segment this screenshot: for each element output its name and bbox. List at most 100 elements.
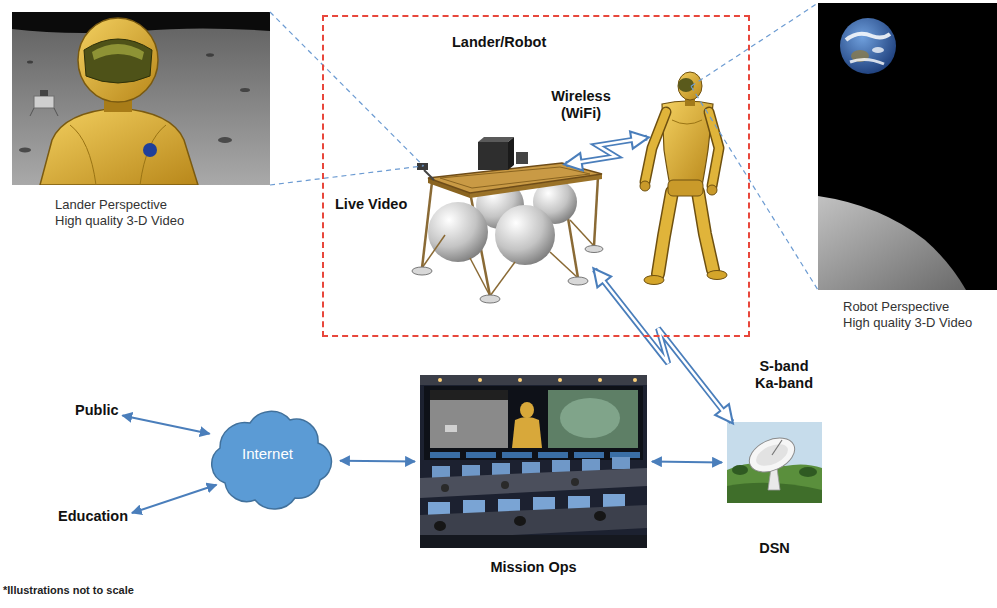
cloud-label: Internet [200, 445, 335, 464]
lander-figure: Live Video [414, 137, 604, 307]
mission-ops-image [420, 535, 647, 548]
robot-view-image [818, 3, 997, 290]
lander-drawing [424, 170, 434, 180]
robot-drawing [645, 112, 666, 182]
lander-view-image [34, 96, 54, 108]
link-label: Wireless (WiFi) [543, 88, 619, 123]
robot-view-image [818, 3, 997, 290]
robot-drawing [709, 112, 719, 186]
mission-ops-image [463, 500, 485, 514]
data-link [132, 485, 217, 513]
radio-link [601, 278, 725, 413]
robot-drawing [645, 112, 719, 186]
lander-drawing [594, 177, 598, 246]
image-panel: Robot Perspective High quality 3-D Video [818, 3, 997, 290]
mission-ops-image [552, 460, 570, 472]
mission-ops-image [514, 516, 526, 526]
mission-ops-image [478, 378, 482, 382]
wireless-link [566, 138, 647, 165]
image-caption: DSN [727, 539, 822, 557]
robot-drawing [640, 72, 727, 285]
leader-line [270, 12, 424, 185]
mission-ops-image [430, 390, 508, 400]
mission-ops-image [441, 484, 449, 492]
dsn-image [727, 422, 822, 503]
robot-drawing [658, 192, 713, 274]
mission-ops-image [598, 378, 602, 382]
lander-view-image [140, 125, 166, 185]
mission-ops-image [520, 402, 534, 418]
lander-drawing [428, 202, 488, 262]
mission-ops-image [571, 478, 579, 486]
image-panel: Lander Perspective High quality 3-D Vide… [12, 12, 270, 185]
lander-view-image [92, 44, 144, 60]
mission-ops-image [612, 457, 630, 469]
lander-drawing [470, 258, 490, 296]
robot-drawing [707, 185, 717, 195]
mission-ops-image [594, 511, 606, 521]
data-link [652, 461, 722, 463]
link-label: S-band Ka-band [752, 358, 816, 393]
mission-ops-image [430, 452, 460, 458]
dsn-image [799, 467, 817, 477]
robot-drawing [698, 192, 713, 270]
image-panel: DSN [727, 422, 822, 503]
mission-ops-image [420, 375, 647, 385]
wireless-link [577, 139, 636, 162]
image-caption: Mission Ops [420, 558, 647, 576]
lander-view-image [240, 88, 250, 92]
mission-ops-image [533, 497, 555, 511]
lander-view-image [40, 90, 48, 96]
lander-drawing [585, 246, 603, 253]
robot-drawing [678, 78, 694, 92]
lander-view-image [30, 90, 58, 116]
image-caption: Lander Perspective High quality 3-D Vide… [55, 197, 191, 230]
image-caption: Robot Perspective High quality 3-D Video [843, 299, 979, 332]
robot-figure [614, 64, 724, 287]
robot-drawing [707, 271, 727, 280]
mission-ops-image [438, 378, 442, 382]
text-node: Public [75, 401, 119, 419]
robot-view-image [818, 196, 966, 290]
mission-ops-image [462, 465, 480, 477]
lander-drawing [480, 295, 500, 303]
dsn-image [732, 465, 748, 475]
footnote: *Illustrations not to scale [3, 584, 134, 596]
mission-ops-image [420, 375, 647, 548]
image-panel: Mission Ops [420, 375, 647, 548]
lander-view-image [78, 18, 158, 102]
lander-drawing [495, 205, 555, 265]
lander-view-image [143, 143, 157, 157]
mission-ops-image [603, 494, 625, 508]
mission-ops-image [560, 398, 620, 438]
lander-view-image [40, 108, 198, 185]
lander-view-image [206, 53, 214, 57]
mission-ops-image [430, 390, 508, 448]
dsn-image [772, 440, 782, 455]
lander-view-image [70, 125, 96, 185]
robot-drawing [678, 72, 702, 100]
robot-drawing [709, 112, 719, 186]
lander-drawing [412, 267, 432, 275]
mission-ops-image [501, 481, 509, 489]
wireless-link [566, 138, 647, 165]
lander-view-image [218, 137, 232, 143]
robot-view-image [840, 18, 896, 74]
robot-view-image [850, 59, 884, 64]
mission-ops-image [432, 466, 450, 478]
data-link [340, 460, 415, 463]
mission-ops-image [434, 521, 446, 531]
mission-ops-image [445, 425, 457, 432]
mission-ops-image [574, 452, 604, 458]
mission-ops-image [518, 378, 522, 382]
mission-ops-image [424, 386, 643, 460]
text-node: Education [58, 507, 128, 525]
figure-label: Live Video [335, 195, 407, 213]
lander-drawing [478, 142, 508, 170]
lander-view-image [12, 12, 270, 185]
lander-view-image [84, 39, 152, 83]
robot-drawing [640, 181, 650, 191]
lander-drawing [478, 137, 514, 142]
data-link [122, 415, 209, 433]
